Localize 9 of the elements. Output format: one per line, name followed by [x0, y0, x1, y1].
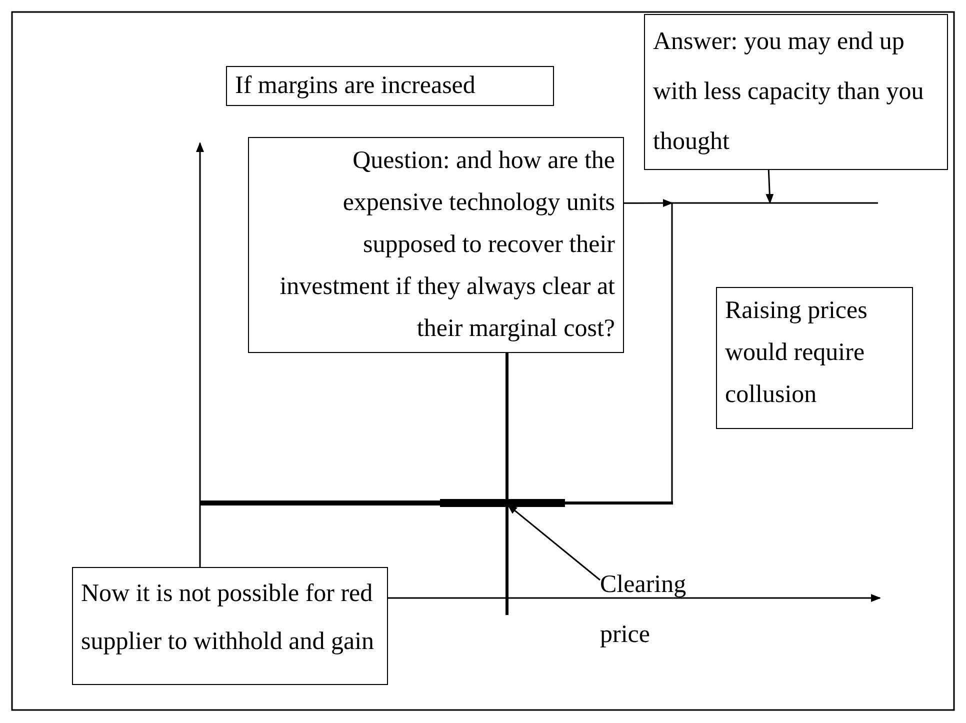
text-box: Raising prices would require collusion: [716, 287, 913, 429]
text-box: Answer: you may end up with less capacity than you thought: [644, 14, 948, 170]
label-text: Clearing price: [600, 571, 686, 648]
leader-arrow: [766, 170, 774, 204]
leader-arrow: [624, 199, 673, 208]
text-box: Question: and how are the expensive technology units supposed to recover their investment if they always clear at their marginal cost?: [248, 137, 624, 353]
text-box: If margins are increased: [226, 66, 554, 106]
leader-arrow: [507, 504, 600, 581]
text-box: Now it is not possible for red supplier to withhold and gain: [72, 567, 388, 685]
